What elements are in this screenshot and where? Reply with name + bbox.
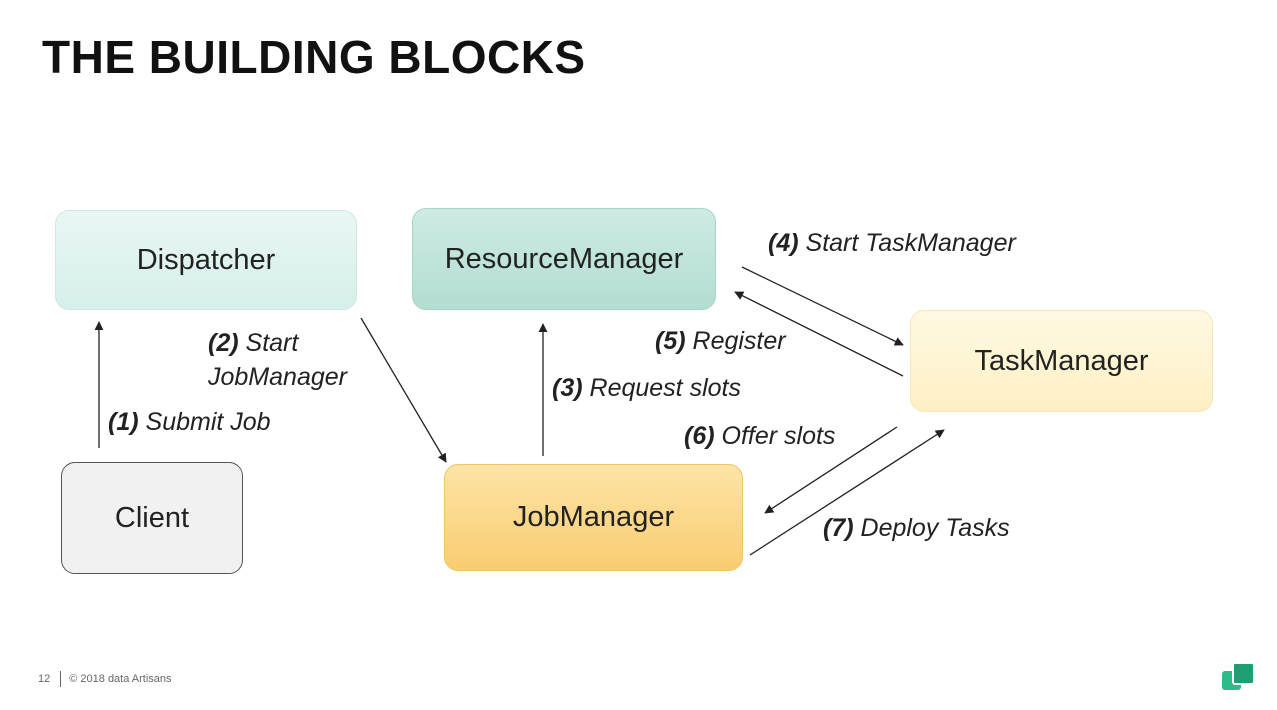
step-2-label: (2) Start JobManager (208, 326, 347, 394)
step-1-label: (1) Submit Job (108, 405, 271, 439)
step-7-label: (7) Deploy Tasks (823, 511, 1010, 545)
arrow-dispatcher-to-jobmanager (360, 317, 447, 463)
resourcemanager-box: ResourceManager (412, 208, 716, 310)
step-4-number: (4) (768, 229, 799, 257)
step-7-number: (7) (823, 514, 854, 542)
step-2-text: Start (245, 329, 299, 357)
step-3-number: (3) (552, 374, 583, 402)
step-2-number: (2) (208, 329, 239, 357)
page-number: 12 (38, 673, 51, 685)
arrow-jobmanager-to-taskmanager (749, 429, 945, 556)
taskmanager-box: TaskManager (910, 310, 1213, 412)
arrow-taskmanager-to-jobmanager (764, 426, 898, 514)
footer-divider (60, 671, 62, 687)
slide-title: THE BUILDING BLOCKS (42, 31, 586, 83)
step-6-text: Offer slots (721, 422, 836, 450)
step-5-label: (5) Register (655, 324, 786, 358)
dispatcher-box: Dispatcher (55, 210, 357, 310)
step-6-label: (6) Offer slots (684, 419, 835, 453)
taskmanager-label: TaskManager (974, 344, 1149, 377)
step-2-text-line2: JobManager (208, 363, 347, 391)
client-box: Client (61, 462, 243, 574)
step-7-text: Deploy Tasks (860, 514, 1010, 542)
footer: 12 © 2018 data Artisans (38, 671, 172, 687)
jobmanager-box: JobManager (444, 464, 743, 571)
step-1-text: Submit Job (145, 408, 271, 436)
step-4-label: (4) Start TaskManager (768, 226, 1016, 260)
step-4-text: Start TaskManager (805, 229, 1016, 257)
step-5-number: (5) (655, 327, 686, 355)
resourcemanager-label: ResourceManager (444, 242, 684, 275)
arrow-resourcemanager-to-taskmanager (741, 266, 904, 346)
client-label: Client (114, 501, 190, 534)
arrow-taskmanager-to-resourcemanager (734, 291, 904, 377)
copyright-text: © 2018 data Artisans (69, 673, 172, 685)
step-3-label: (3) Request slots (552, 371, 741, 405)
jobmanager-label: JobManager (512, 501, 675, 533)
step-3-text: Request slots (589, 374, 741, 402)
logo-square-front (1232, 662, 1255, 685)
dispatcher-label: Dispatcher (136, 243, 276, 276)
step-5-text: Register (692, 327, 786, 355)
step-1-number: (1) (108, 408, 139, 436)
step-6-number: (6) (684, 422, 715, 450)
data-artisans-logo-icon (1222, 662, 1255, 692)
